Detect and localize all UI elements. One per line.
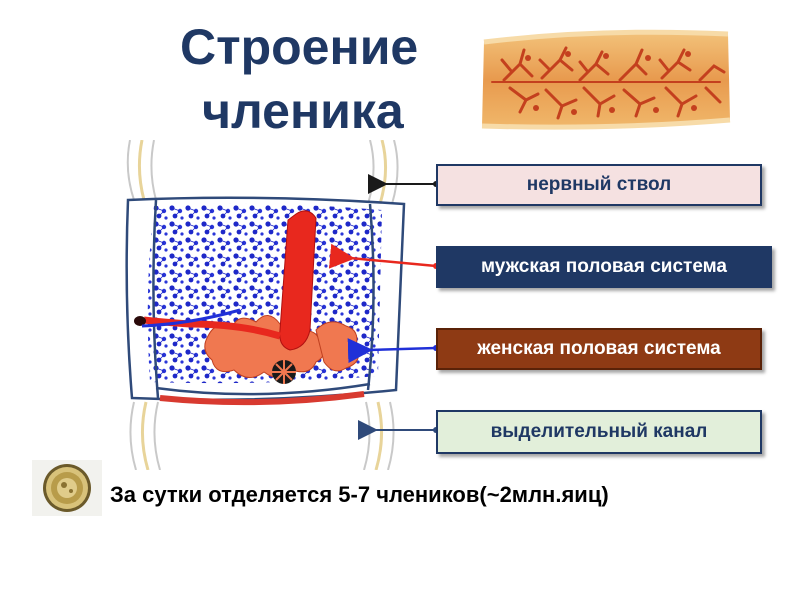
proglottid-diagram <box>125 140 406 470</box>
proglottid-photo <box>481 29 731 130</box>
label-female-system: женская половая система <box>436 328 762 370</box>
label-nerve-trunk: нервный ствол <box>436 164 762 206</box>
label-excretory-canal: выделительный канал <box>436 410 762 454</box>
egg-micrograph-icon <box>32 460 102 516</box>
caption-text: За сутки отделяется 5-7 члеников(~2млн.я… <box>110 482 609 507</box>
title-line-2: членика <box>202 83 404 139</box>
label-male-system: мужская половая система <box>436 246 772 288</box>
title-line-1: Строение <box>180 19 419 75</box>
